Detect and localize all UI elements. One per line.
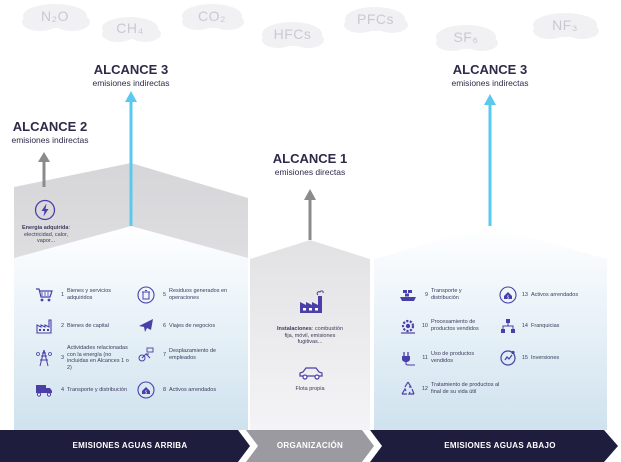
item-label: Activos arrendados <box>531 291 579 298</box>
energy-bolt-icon <box>34 199 56 221</box>
item-number: 11 <box>422 355 428 361</box>
item-label: Transporte y distribución <box>431 288 462 301</box>
downstream-item-10: 10 Procesamiento de productos vendidos <box>398 316 498 336</box>
downstream-house <box>374 226 607 430</box>
factory-icon <box>34 316 54 336</box>
upstream-item-4: 4 Transporte y distribución <box>34 380 134 400</box>
ship-icon <box>398 285 418 305</box>
item-label: Residuos generados en operaciones <box>169 288 228 301</box>
recycle-icon <box>398 379 418 399</box>
installations-factory-icon <box>298 290 324 314</box>
downstream-item-9: 9 Transporte y distribución <box>398 285 498 305</box>
installations-label: Instalaciones: combustión fija, móvil, e… <box>275 326 345 346</box>
upstream-item-7: 7 Desplazamiento de empleados <box>136 345 238 365</box>
leased-asset-icon: $ <box>136 380 156 400</box>
car-icon <box>298 365 324 381</box>
item-number: 10 <box>421 323 428 329</box>
scope2-subtitle: emisiones indirectas <box>11 135 89 145</box>
cart-icon <box>34 285 54 305</box>
svg-text:$: $ <box>145 390 148 395</box>
item-number: 14 <box>521 323 528 329</box>
investment-icon <box>498 348 518 368</box>
item-number: 13 <box>521 292 528 298</box>
upstream-item-3: 3 Actividades relacionadas con la energí… <box>34 345 136 371</box>
upstream-item-2: 2 Bienes de capital <box>34 316 134 336</box>
trash-icon <box>136 285 156 305</box>
scope3-right-subtitle: emisiones indirectas <box>451 78 529 88</box>
item-number: 2 <box>60 323 64 329</box>
item-number: 4 <box>60 387 64 393</box>
downstream-item-15: 15 Inversiones <box>498 348 598 368</box>
item-label: Franquicias <box>531 322 560 329</box>
cloud-ch4: CH₄ <box>116 20 144 36</box>
organization-band <box>246 430 374 462</box>
energy-tower-icon <box>34 348 54 368</box>
item-label: Inversiones <box>531 354 560 361</box>
energy-label: Energía adquirida: electricidad, calor, … <box>18 225 74 245</box>
fleet-label: Flota propia <box>295 386 325 392</box>
item-label: Activos arrendados <box>169 386 217 393</box>
installations-title: Instalaciones <box>276 326 312 332</box>
truck-icon <box>34 380 54 400</box>
upstream-house-body <box>14 226 248 430</box>
item-number: 15 <box>521 355 528 361</box>
scope-arrows <box>38 91 496 240</box>
upstream-item-6: 6 Viajes de negocios <box>136 316 236 336</box>
downstream-band <box>370 430 618 462</box>
scope1-title: ALCANCE 1 <box>272 151 348 166</box>
svg-text:$: $ <box>507 295 510 300</box>
downstream-item-13: $ 13 Activos arrendados <box>498 285 598 305</box>
gear-icon <box>398 316 418 336</box>
cloud-pfcs: PFCs <box>357 11 394 27</box>
item-number: 7 <box>162 352 166 358</box>
scope1-subtitle: emisiones directas <box>274 167 346 177</box>
scope3-left-title: ALCANCE 3 <box>93 62 169 77</box>
item-number: 5 <box>162 292 166 298</box>
downstream-item-14: 14 Franquicias <box>498 316 598 336</box>
organization-house <box>250 240 370 430</box>
item-label: Uso de productos vendidos <box>431 351 475 364</box>
band-downstream-label: EMISIONES AGUAS ABAJO <box>444 441 556 450</box>
upstream-item-5: 5 Residuos generados en operaciones <box>136 285 236 305</box>
cloud-hfcs: HFCs <box>273 26 312 42</box>
upstream-item-8: $ 8 Activos arrendados <box>136 380 236 400</box>
item-label: Bienes y servicios adquiridos <box>67 288 112 301</box>
item-number: 1 <box>60 292 64 298</box>
item-number: 8 <box>162 387 166 393</box>
leased-asset-icon: $ <box>498 285 518 305</box>
item-label: Desplazamiento de empleados <box>169 348 217 361</box>
plane-icon <box>136 316 156 336</box>
cloud-n2o: N₂O <box>41 8 69 24</box>
band-organization-label: ORGANIZACIÓN <box>276 441 344 450</box>
item-label: Actividades relacionadas con la energía … <box>67 345 129 371</box>
scope3-left-subtitle: emisiones indirectas <box>92 78 170 88</box>
band-upstream-label: EMISIONES AGUAS ARRIBA <box>72 441 188 450</box>
installations-detail: : combustión fija, móvil, emisiones fugi… <box>284 326 344 346</box>
item-number: 12 <box>421 386 428 392</box>
energy-detail: : electricidad, calor, vapor... <box>23 225 70 245</box>
item-number: 3 <box>60 355 64 362</box>
item-number: 6 <box>162 323 166 329</box>
energy-title: Energía adquirida <box>22 225 69 231</box>
downstream-item-12: 12 Tratamiento de productos al final de … <box>398 379 502 399</box>
item-label: Transporte y distribución <box>67 386 128 393</box>
item-label: Procesamiento de productos vendidos <box>431 319 479 332</box>
cloud-nf3: NF₃ <box>552 17 578 33</box>
scope2-title: ALCANCE 2 <box>12 119 88 134</box>
item-number: 9 <box>424 292 428 298</box>
cloud-co2: CO₂ <box>198 8 226 24</box>
cloud-sf6: SF₆ <box>453 29 479 45</box>
downstream-item-11: 11 Uso de productos vendidos <box>398 348 498 368</box>
item-label: Tratamiento de productos al final de su … <box>431 382 500 395</box>
item-label: Bienes de capital <box>67 322 109 329</box>
upstream-band <box>0 430 250 462</box>
scope3-right-title: ALCANCE 3 <box>452 62 528 77</box>
commute-icon <box>136 345 156 365</box>
cloud-shapes <box>22 4 599 51</box>
franchise-icon <box>498 316 518 336</box>
item-label: Viajes de negocios <box>169 322 216 329</box>
upstream-item-1: 1 Bienes y servicios adquiridos <box>34 285 134 305</box>
plug-icon <box>398 348 418 368</box>
